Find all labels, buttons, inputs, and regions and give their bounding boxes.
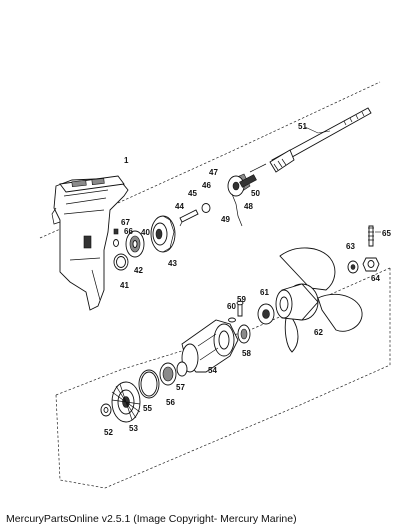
prop-nut-group [347,225,381,274]
callout-46: 46 [202,181,211,190]
callout-41: 41 [120,281,129,290]
thrust-washer [100,403,112,417]
gear-housing [51,175,129,311]
callout-65: 65 [382,229,391,238]
callout-48: 48 [244,202,253,211]
exploded-parts-diagram: 1 40 41 42 43 44 45 46 47 48 49 50 51 52… [39,81,391,489]
callout-61: 61 [260,288,269,297]
forward-gear [150,215,176,253]
callout-53: 53 [129,424,138,433]
carrier-bearings [138,361,188,399]
callout-62: 62 [314,328,323,337]
callout-67: 67 [121,218,130,227]
callout-59: 59 [237,295,246,304]
retainer-screw [228,300,244,323]
callout-52: 52 [104,428,113,437]
reverse-gear [111,381,141,423]
callout-60: 60 [227,302,236,311]
propeller [275,247,363,353]
callout-63: 63 [346,242,355,251]
callout-57: 57 [176,383,185,392]
callout-49: 49 [221,215,230,224]
callout-66: 66 [124,227,133,236]
thrust-hub [257,303,275,325]
callout-54: 54 [208,366,217,375]
bearing-carrier [181,319,239,373]
callout-42: 42 [134,266,143,275]
callout-47: 47 [209,168,218,177]
callout-43: 43 [168,259,177,268]
callout-labels: 1 40 41 42 43 44 45 46 47 48 49 50 51 52… [104,122,391,437]
callout-1: 1 [124,156,129,165]
callout-64: 64 [371,274,380,283]
seal [237,324,251,344]
callout-51: 51 [298,122,307,131]
shift-components [179,203,211,227]
callout-45: 45 [188,189,197,198]
callout-58: 58 [242,349,251,358]
drive-shaft [269,107,372,173]
copyright-footer: MercuryPartsOnline v2.5.1 (Image Copyrig… [6,513,297,525]
callout-40: 40 [141,228,150,237]
callout-50: 50 [251,189,260,198]
callout-55: 55 [143,404,152,413]
callout-56: 56 [166,398,175,407]
pinion-assembly [227,163,267,227]
callout-44: 44 [175,202,184,211]
bearing-group [113,228,145,271]
